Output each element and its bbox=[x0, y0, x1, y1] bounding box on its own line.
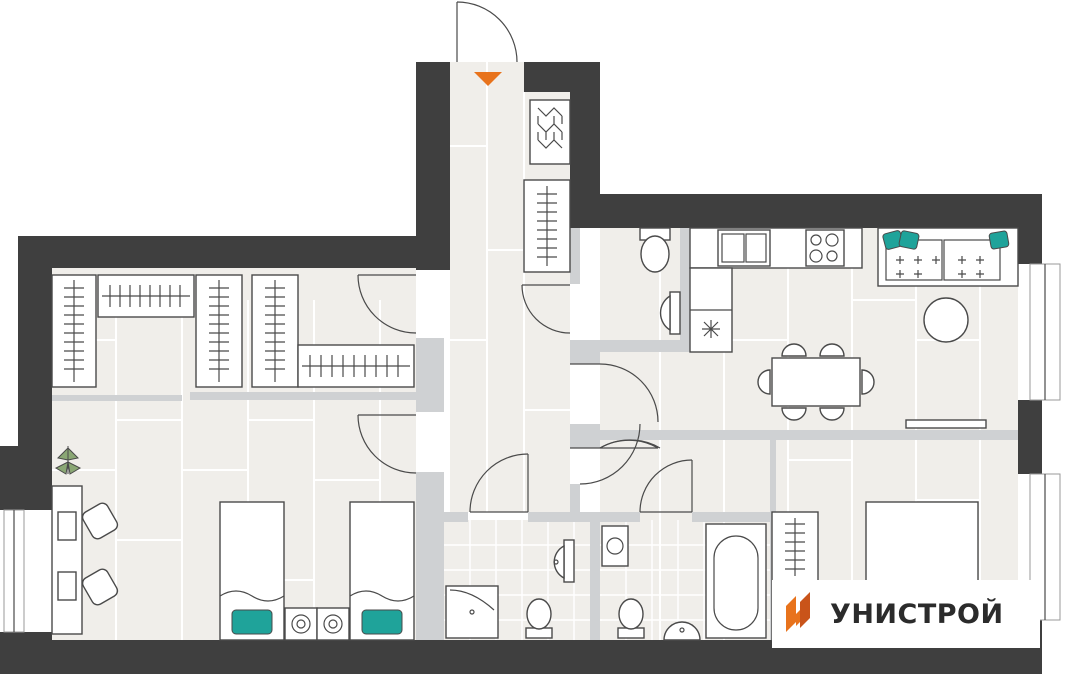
brand-logo: УНИСТРОЙ bbox=[772, 580, 1040, 648]
plant-icon bbox=[54, 446, 82, 475]
sink-bathroom-1 bbox=[553, 539, 575, 583]
unistroy-logo-icon bbox=[786, 592, 810, 632]
bathtub bbox=[705, 523, 767, 639]
shower-cabin bbox=[445, 585, 499, 639]
round-coffee-table bbox=[923, 297, 969, 343]
sink-wc bbox=[659, 291, 681, 335]
windows bbox=[3, 263, 1061, 633]
toilet-bathroom-2 bbox=[617, 598, 645, 639]
wardrobe-bedroom-left bbox=[51, 274, 415, 388]
desk-with-chairs bbox=[51, 485, 119, 635]
dining-table bbox=[757, 343, 875, 421]
toilet-wc bbox=[639, 227, 671, 273]
bed-right bbox=[349, 501, 415, 641]
kitchen-sink bbox=[717, 229, 771, 267]
bed-left bbox=[219, 501, 285, 641]
wardrobe-hallway bbox=[523, 99, 571, 273]
exterior-walls bbox=[0, 62, 1042, 674]
entrance-door[interactable] bbox=[456, 1, 518, 63]
cooktop bbox=[805, 229, 845, 267]
interior-doors[interactable] bbox=[357, 274, 693, 513]
brand-name: УНИСТРОЙ bbox=[830, 598, 1004, 630]
interior-partitions bbox=[52, 228, 1018, 640]
washing-machine bbox=[601, 525, 629, 567]
sofa bbox=[877, 227, 1019, 287]
tv-console bbox=[905, 419, 987, 429]
entrance-arrow-icon bbox=[474, 72, 502, 86]
sink-bathroom-2 bbox=[663, 621, 701, 641]
nightstands bbox=[284, 607, 350, 641]
toilet-bathroom-1 bbox=[525, 598, 553, 639]
